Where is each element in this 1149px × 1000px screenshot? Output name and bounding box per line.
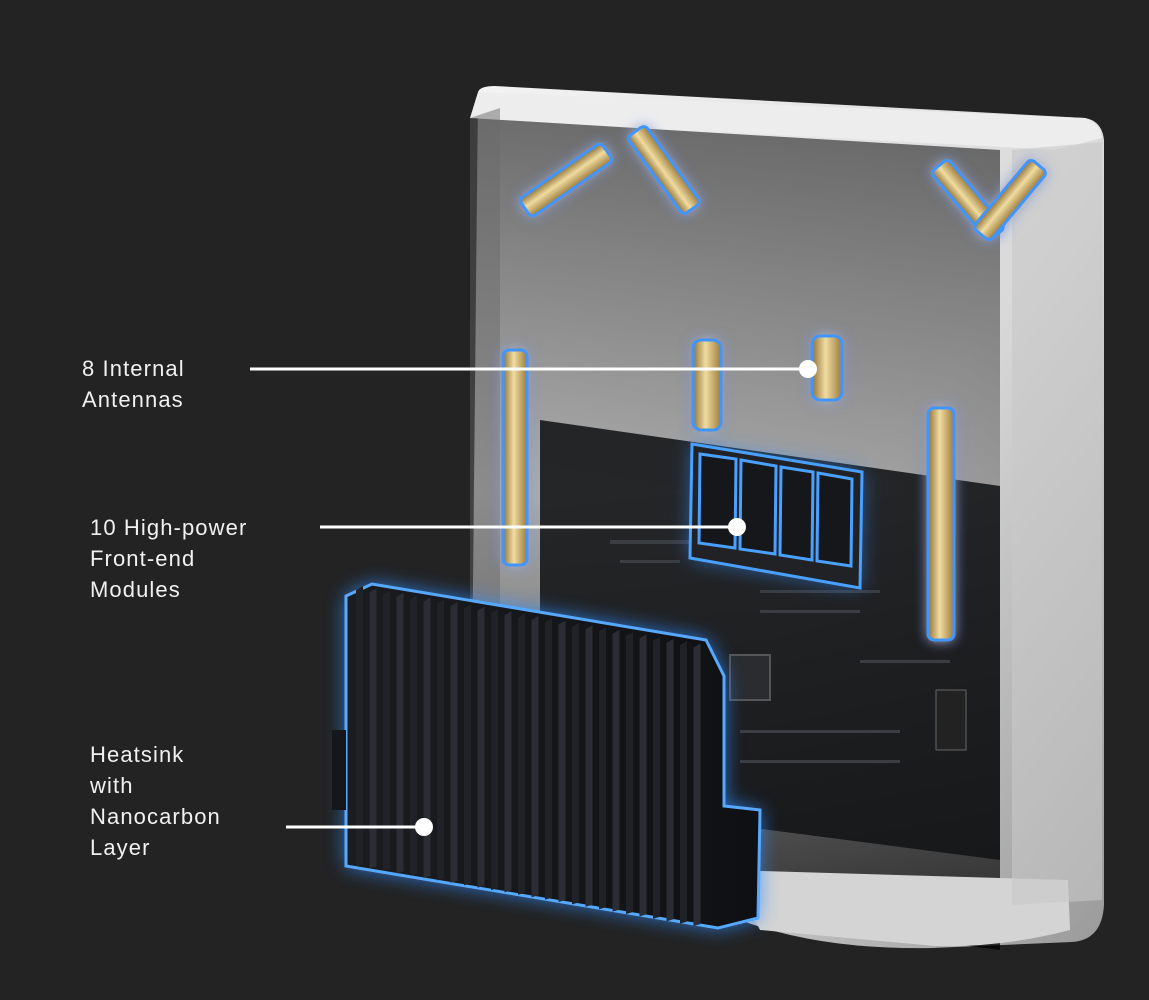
heatsink-fin — [450, 602, 458, 883]
heatsink-fin — [396, 592, 404, 874]
heatsink-fin — [680, 641, 687, 924]
heatsink-fin — [639, 634, 647, 917]
heatsink-fin — [545, 618, 552, 900]
label-internal-antennas: 8 Internal Antennas — [82, 356, 185, 412]
callout-dot — [799, 360, 817, 378]
heatsink-fin — [585, 625, 593, 907]
heatsink-fin — [383, 590, 390, 871]
heatsink-fin — [599, 627, 606, 910]
callout-modules — [320, 518, 746, 536]
heatsink-fin — [491, 609, 498, 890]
antenna — [691, 338, 723, 432]
heatsink-fin — [410, 595, 417, 876]
antenna — [926, 406, 956, 642]
front-end-modules — [688, 442, 864, 590]
antenna — [973, 159, 1047, 241]
antenna — [627, 125, 701, 215]
heatsink-fin — [693, 643, 701, 926]
heatsink-fin — [666, 638, 674, 922]
heatsink-fin — [558, 620, 566, 902]
callout-antennas — [250, 360, 817, 378]
heatsink-fin — [653, 636, 660, 919]
heatsink-fin — [572, 622, 579, 905]
heatsink-fin — [612, 629, 620, 912]
callout-heatsink — [286, 818, 433, 836]
heatsink-fin — [423, 597, 431, 878]
callout-dot — [415, 818, 433, 836]
heatsink-fin — [464, 604, 471, 886]
heatsink-fin — [626, 632, 633, 914]
heatsink-fin — [437, 599, 444, 881]
heatsink — [332, 582, 762, 930]
label-front-end-modules: 10 High-power Front-end Modules — [90, 515, 248, 602]
antenna — [519, 142, 613, 218]
heatsink-fin — [369, 588, 377, 869]
heatsink-fin — [518, 613, 525, 895]
heatsink-fin — [531, 615, 539, 898]
antenna — [501, 348, 529, 567]
antenna-group — [501, 125, 1047, 642]
heatsink-fin — [356, 586, 363, 866]
label-heatsink: Heatsink with Nanocarbon Layer — [90, 742, 221, 860]
heatsink-fins — [356, 586, 701, 926]
heatsink-fin — [504, 611, 512, 893]
heatsink-fin — [477, 606, 485, 888]
callout-dot — [728, 518, 746, 536]
